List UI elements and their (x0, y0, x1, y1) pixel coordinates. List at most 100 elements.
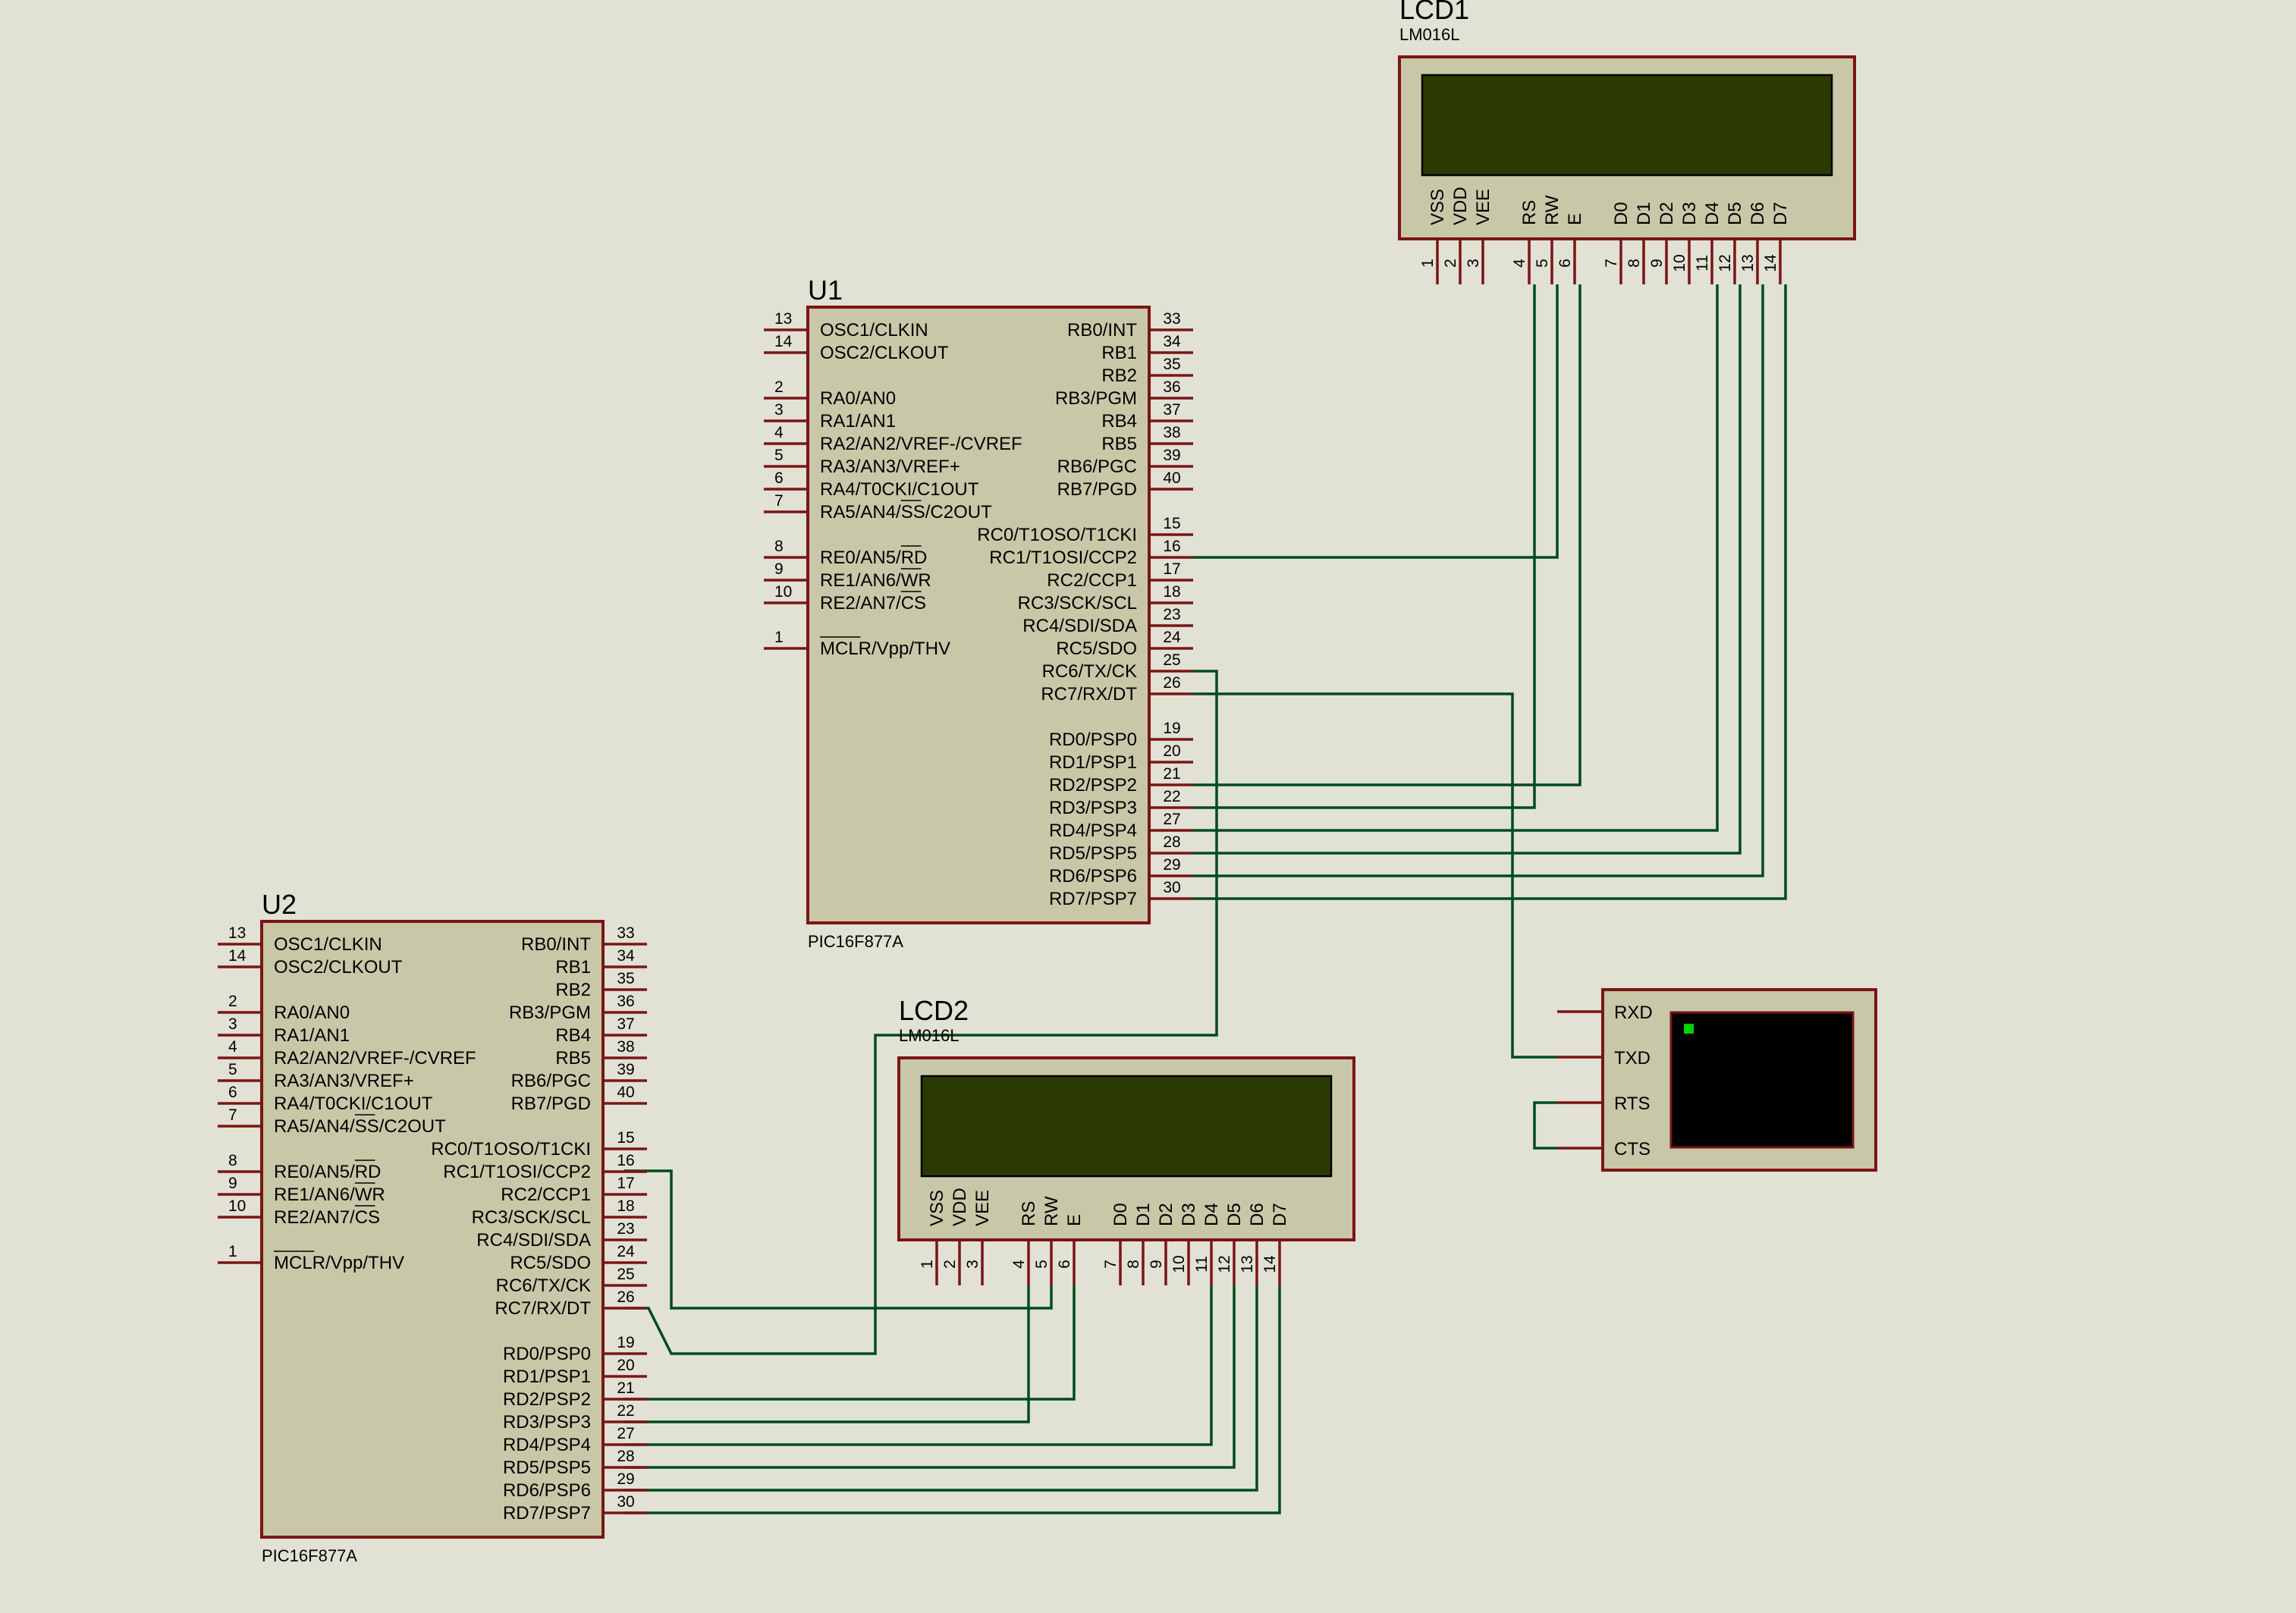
chip-body (806, 306, 1151, 924)
pin-label: RA4/T0CKI/C1OUT (274, 1094, 433, 1114)
pin-number: 10 (1671, 254, 1688, 271)
pin-label: OSC2/CLKOUT (274, 957, 403, 978)
pin-number: 3 (1465, 259, 1482, 268)
wire-d7-lcd2 (624, 1285, 1281, 1514)
pin-label: RA2/AN2/VREF-/CVREF (820, 434, 1022, 454)
pin-number: 2 (1442, 259, 1459, 268)
pin-label: RD2/PSP2 (1049, 775, 1137, 796)
pin-number: 23 (1163, 606, 1180, 623)
pin-number: 38 (617, 1038, 634, 1056)
pin-number: 14 (1762, 254, 1779, 272)
pin-label: VEE (972, 1190, 993, 1226)
pin-label: RE1/AN6/WR (820, 570, 931, 591)
pin-label: RC1/T1OSI/CCP2 (443, 1162, 591, 1182)
pin-number: 12 (1216, 1255, 1233, 1273)
pin-number: 36 (617, 993, 634, 1010)
pin-label: RC2/CCP1 (1047, 570, 1137, 591)
pin-number: 22 (617, 1402, 634, 1420)
pin-number: 2 (774, 378, 784, 396)
wire-u1-rx-terminal (1193, 692, 1557, 1059)
pin-number: 1 (919, 1260, 936, 1269)
wire-d4-lcd2 (624, 1285, 1213, 1446)
pin-label: RB7/PGD (511, 1094, 591, 1114)
pin-label: RD7/PSP7 (503, 1503, 591, 1524)
pin-number: 1 (774, 629, 784, 646)
pin-label: VEE (1473, 189, 1493, 225)
pin-label: RA1/AN1 (274, 1025, 350, 1046)
wire-rw-lcd1 (1193, 284, 1559, 559)
pin-label: RD7/PSP7 (1049, 889, 1137, 909)
pin-number: 33 (1163, 310, 1180, 328)
pin-label: RC4/SDI/SDA (1022, 616, 1137, 636)
pin-label: D6 (1748, 202, 1768, 225)
pin-label: RB3/PGM (509, 1003, 591, 1023)
pin-number: 9 (1648, 259, 1666, 268)
pin-number: 9 (774, 560, 784, 578)
component-part-number: PIC16F877A (808, 932, 903, 951)
pin-number: 7 (1603, 259, 1620, 268)
pin-number: 5 (774, 447, 784, 464)
pin-label: RB7/PGD (1057, 479, 1137, 500)
pin-number: 7 (228, 1106, 237, 1124)
pin-label: D3 (1179, 1203, 1199, 1226)
lcd-display-lcd2[interactable]: LCD2LM016LVSS1VDD2VEE3RS4RW5E6D07D18D29D… (897, 995, 1355, 1285)
pin-number: 10 (228, 1197, 246, 1215)
lcd-display-lcd1[interactable]: LCD1LM016LVSS1VDD2VEE3RS4RW5E6D07D18D29D… (1398, 0, 1856, 284)
pin-label: RC1/T1OSI/CCP2 (989, 548, 1137, 568)
wire-d6-lcd1 (1193, 284, 1764, 877)
pin-label: RD3/PSP3 (503, 1412, 591, 1433)
pin-number: 20 (617, 1357, 634, 1374)
pin-label: RC4/SDI/SDA (476, 1230, 591, 1251)
pin-number: 21 (617, 1379, 634, 1397)
component-part-number: LM016L (1399, 25, 1460, 44)
pin-label: RC7/RX/DT (1041, 684, 1137, 705)
pin-label: RA4/T0CKI/C1OUT (820, 479, 979, 500)
pin-number: 40 (617, 1084, 634, 1101)
pin-number: 7 (1102, 1260, 1120, 1269)
wire-d5-lcd1 (1193, 284, 1742, 855)
pin-number: 15 (1163, 515, 1180, 532)
pin-number: 14 (228, 947, 247, 965)
pin-label: OSC1/CLKIN (274, 934, 382, 955)
pin-number: 37 (1163, 401, 1180, 419)
pin-label: RD6/PSP6 (503, 1480, 591, 1501)
pin-number: 27 (617, 1425, 634, 1442)
pin-label: RD4/PSP4 (1049, 821, 1137, 841)
pin-number: 23 (617, 1220, 634, 1238)
pin-number: 10 (774, 583, 792, 601)
pin-label: D7 (1270, 1203, 1290, 1226)
pin-label: RD5/PSP5 (503, 1458, 591, 1478)
pin-number: 21 (1163, 765, 1180, 783)
pin-label: MCLR/Vpp/THV (820, 639, 950, 659)
pin-label: VSS (927, 1190, 947, 1226)
component-part-number: PIC16F877A (262, 1546, 357, 1565)
pin-number: 3 (774, 401, 784, 419)
pin-label: RB4 (555, 1025, 591, 1046)
pin-label: RS (1519, 200, 1540, 225)
microcontroller-u1[interactable]: U1PIC16F877A13OSC1/CLKIN14OSC2/CLKOUT2RA… (764, 275, 1193, 951)
pin-number: 3 (964, 1260, 982, 1269)
pin-label: D5 (1224, 1203, 1245, 1226)
pin-number: 22 (1163, 788, 1180, 805)
pin-label: RC3/SCK/SCL (472, 1207, 591, 1228)
pin-number: 26 (1163, 674, 1180, 692)
component-ref: LCD2 (899, 995, 969, 1026)
pin-label: VDD (950, 1188, 970, 1226)
pin-label: RC0/T1OSO/T1CKI (431, 1139, 591, 1160)
pin-label: RB0/INT (521, 934, 591, 955)
pin-number: 40 (1163, 469, 1180, 487)
wire-e-lcd2 (624, 1285, 1076, 1401)
pin-number: 13 (774, 310, 792, 328)
pin-label: RC0/T1OSO/T1CKI (977, 525, 1137, 545)
pin-number: 14 (1261, 1255, 1279, 1273)
pin-number: 6 (1056, 1260, 1073, 1269)
pin-number: 8 (228, 1152, 237, 1169)
pin-number: 34 (617, 947, 635, 965)
component-ref: U2 (262, 889, 297, 920)
lcd-screen (1421, 74, 1833, 177)
pin-number: 14 (774, 333, 793, 350)
wires-layer (624, 284, 1787, 1514)
pin-label: RD2/PSP2 (503, 1389, 591, 1410)
microcontroller-u2[interactable]: U2PIC16F877A13OSC1/CLKIN14OSC2/CLKOUT2RA… (218, 889, 647, 1565)
